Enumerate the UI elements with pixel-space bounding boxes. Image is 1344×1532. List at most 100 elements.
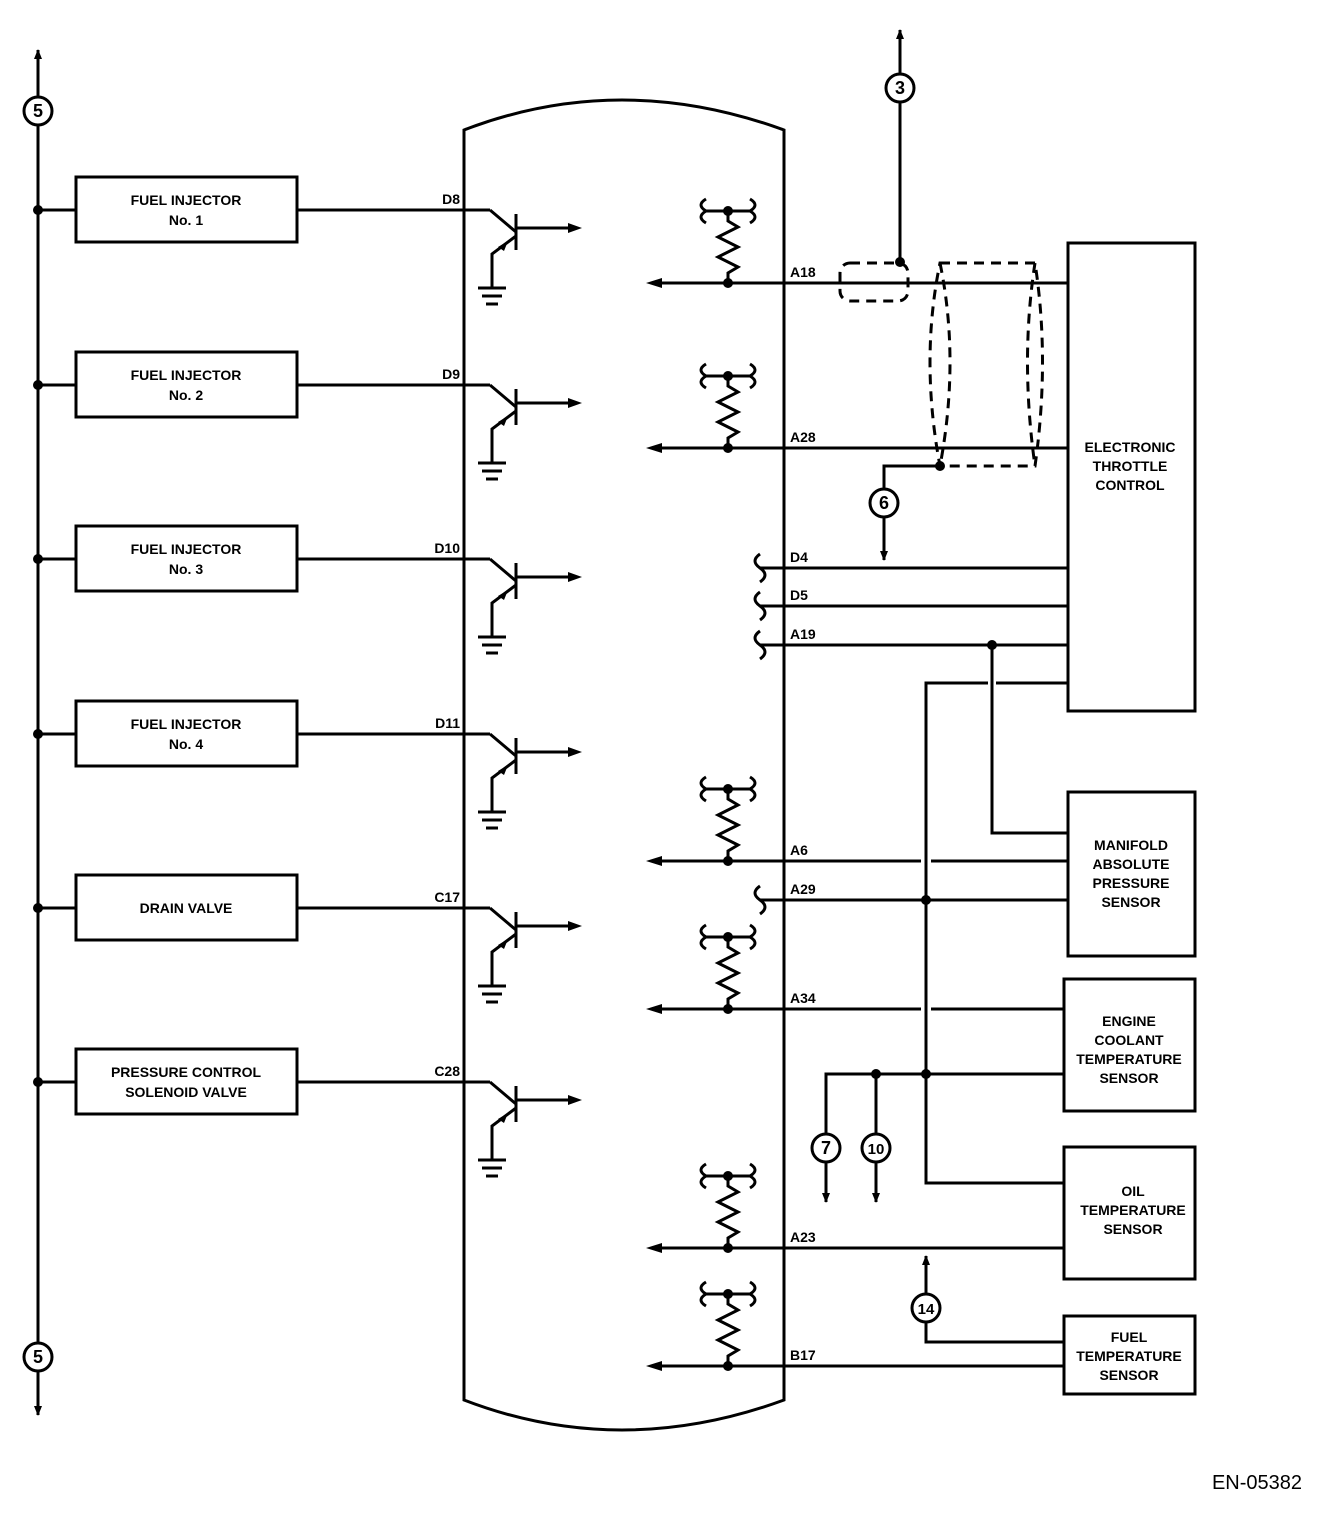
pullup-resistor-icon: [699, 923, 757, 1014]
fuel-temp-sensor-box: [1062, 1314, 1197, 1396]
svg-text:3: 3: [895, 78, 905, 98]
ground-icon: [478, 635, 506, 655]
svg-text:SENSOR: SENSOR: [1101, 894, 1160, 910]
pin-a29-circuit: A29: [753, 881, 1068, 916]
pin-label: A18: [790, 264, 816, 280]
svg-text:5: 5: [33, 101, 43, 121]
fuel-injector-3: FUEL INJECTOR No. 3 D10: [33, 524, 582, 655]
fuel-injector-3-box: [74, 524, 299, 593]
oil-temp-sensor-box: [1062, 1145, 1197, 1281]
component-label: No. 2: [169, 387, 203, 403]
pullup-resistor-icon: [699, 775, 757, 866]
pin-label: D9: [442, 366, 460, 382]
pin-label: A34: [790, 990, 816, 1006]
signal-arrow-icon: [646, 278, 662, 288]
pin-a19-circuit: A19: [753, 626, 1068, 661]
pressure-control-solenoid-valve-box: [74, 1047, 299, 1116]
fuel-injector-1-box: [74, 175, 299, 244]
wire-break-icon: [753, 629, 767, 661]
svg-text:7: 7: [821, 1138, 831, 1158]
svg-text:CONTROL: CONTROL: [1095, 477, 1165, 493]
svg-text:SENSOR: SENSOR: [1099, 1367, 1158, 1383]
svg-text:TEMPERATURE: TEMPERATURE: [1076, 1348, 1182, 1364]
electronic-throttle-control-box: [1066, 241, 1197, 713]
pin-label: C17: [434, 889, 460, 905]
svg-text:MANIFOLD: MANIFOLD: [1094, 837, 1168, 853]
svg-text:6: 6: [879, 493, 889, 513]
pin-d5-circuit: D5: [753, 587, 1068, 622]
component-label: FUEL INJECTOR: [131, 716, 242, 732]
transistor-driver-icon: [478, 1080, 582, 1178]
svg-text:THROTTLE: THROTTLE: [1093, 458, 1168, 474]
map-sensor-box: [1066, 790, 1197, 958]
wire-break-icon: [753, 552, 767, 584]
svg-text:PRESSURE: PRESSURE: [1092, 875, 1169, 891]
fuel-injector-2-box: [74, 350, 299, 419]
ground-icon: [478, 286, 506, 306]
document-id: EN-05382: [1212, 1472, 1302, 1494]
connector-ref-14: 14: [910, 1292, 942, 1324]
svg-text:FUEL: FUEL: [1111, 1329, 1148, 1345]
connector-ref-6: 6: [868, 487, 900, 519]
ground-icon: [478, 461, 506, 481]
drain-valve-box: [74, 873, 299, 942]
wire-break-icon: [753, 884, 767, 916]
pin-a34-circuit: A34: [646, 923, 1064, 1014]
svg-text:OIL: OIL: [1121, 1183, 1145, 1199]
ground-icon: [478, 1158, 506, 1178]
pin-label: C28: [434, 1063, 460, 1079]
component-label: SOLENOID VALVE: [125, 1084, 247, 1100]
pressure-control-solenoid-valve: PRESSURE CONTROL SOLENOID VALVE C28: [33, 1047, 582, 1178]
pin-d4-circuit: D4: [753, 549, 1068, 584]
svg-text:TEMPERATURE: TEMPERATURE: [1076, 1051, 1182, 1067]
component-label: FUEL INJECTOR: [131, 541, 242, 557]
svg-text:COOLANT: COOLANT: [1094, 1032, 1164, 1048]
pullup-resistor-icon: [699, 197, 757, 288]
component-label: No. 1: [169, 212, 203, 228]
pin-a6-circuit: A6: [646, 775, 1068, 866]
signal-arrow-icon: [646, 443, 662, 453]
connector-ref-5-top: 5: [22, 95, 54, 127]
component-label: No. 3: [169, 561, 203, 577]
pin-b17-circuit: B17: [646, 1280, 1064, 1371]
svg-text:ABSOLUTE: ABSOLUTE: [1093, 856, 1170, 872]
pin-label: A29: [790, 881, 816, 897]
wire-break-icon: [753, 590, 767, 622]
ground-icon: [478, 984, 506, 1004]
fuel-injector-4-box: [74, 699, 299, 768]
pin-label: A19: [790, 626, 816, 642]
pin-label: A23: [790, 1229, 816, 1245]
pin-label: D10: [434, 540, 460, 556]
ecm-outline: [462, 98, 786, 1432]
svg-text:SENSOR: SENSOR: [1103, 1221, 1162, 1237]
transistor-driver-icon: [478, 732, 582, 830]
pullup-resistor-icon: [699, 1280, 757, 1371]
svg-text:14: 14: [918, 1301, 935, 1318]
pullup-resistor-icon: [699, 1162, 757, 1253]
pin-label: D11: [435, 715, 460, 731]
ground-icon: [478, 810, 506, 830]
ect-sensor-box: [1062, 977, 1197, 1113]
pin-a28-circuit: A28: [646, 362, 1068, 453]
pin-label: A28: [790, 429, 816, 445]
svg-text:TEMPERATURE: TEMPERATURE: [1080, 1202, 1186, 1218]
component-label: PRESSURE CONTROL: [111, 1064, 262, 1080]
pin-label: D8: [442, 191, 460, 207]
transistor-driver-icon: [478, 208, 582, 306]
signal-arrow-icon: [646, 1361, 662, 1371]
svg-text:SENSOR: SENSOR: [1099, 1070, 1158, 1086]
svg-text:ELECTRONIC: ELECTRONIC: [1085, 439, 1176, 455]
shield-twisted-pair: [928, 261, 1044, 468]
connector-ref-10: 10: [860, 1132, 892, 1164]
shield-a18: [838, 261, 910, 303]
svg-text:10: 10: [868, 1141, 885, 1158]
svg-text:5: 5: [33, 1347, 43, 1367]
connector-ref-7: 7: [810, 1132, 842, 1164]
connector-ref-5-bottom: 5: [22, 1341, 54, 1373]
signal-arrow-icon: [646, 1243, 662, 1253]
